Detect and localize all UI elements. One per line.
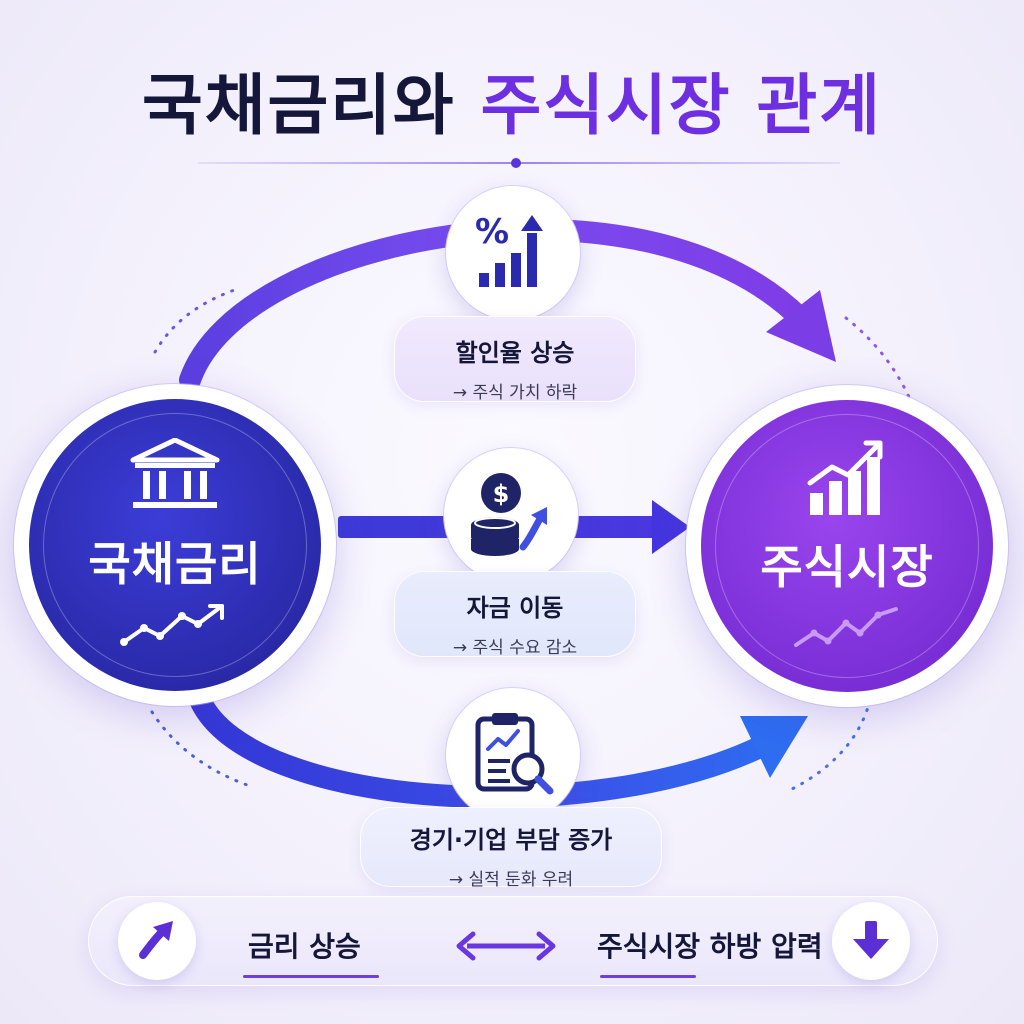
summary-down-badge (832, 902, 910, 980)
bond-rate-label: 국채금리 (88, 537, 262, 591)
summary-bar (88, 896, 938, 986)
stock-market-label: 주식시장 (760, 540, 934, 594)
trend-up-line-icon (792, 605, 902, 655)
title-part-2: 주식시장 관계 (480, 67, 882, 144)
dotted-arc-left-top (153, 286, 242, 354)
path-card-discount: 할인율 상승 → 주식 가치 하락 (394, 316, 636, 403)
path-effect: → 주식 수요 감소 (452, 638, 578, 658)
stock-market-node: 주식시장 (686, 385, 1008, 707)
discount-rate-badge: % (446, 186, 580, 320)
path-label: 경기·기업 부담 증가 (409, 826, 613, 854)
summary-left-underline (243, 975, 379, 978)
trend-up-line-icon (120, 602, 230, 652)
arrow-down-icon (851, 917, 891, 965)
svg-text:$: $ (493, 480, 510, 508)
bond-rate-node: 국채금리 (14, 384, 336, 706)
capital-flow-badge: $ (444, 448, 578, 582)
arrowhead-top (766, 290, 836, 362)
svg-text:%: % (475, 212, 509, 252)
bar-chart-up-icon (806, 437, 888, 521)
bank-icon (129, 437, 221, 518)
clipboard-magnifier-icon (470, 709, 556, 801)
path-effect: → 실적 둔화 우려 (448, 870, 574, 890)
summary-left-label: 금리 상승 (248, 930, 361, 963)
double-arrow-icon (453, 928, 559, 968)
summary-up-badge (118, 902, 196, 980)
path-card-capital: 자금 이동 → 주식 수요 감소 (394, 571, 636, 658)
business-burden-badge (446, 688, 580, 822)
page-title: 국채금리와 주식시장 관계 (0, 52, 1024, 148)
percent-bar-chart-icon: % (471, 209, 555, 297)
summary-right-underline (600, 975, 696, 978)
arrowhead-middle (652, 500, 690, 554)
arrow-up-icon (135, 917, 179, 965)
dollar-coins-icon: $ (467, 469, 555, 561)
path-effect: → 주식 가치 하락 (452, 383, 578, 403)
summary-right-label: 주식시장 하방 압력 (597, 930, 823, 963)
arrow-bottom (189, 689, 781, 809)
path-label: 할인율 상승 (455, 339, 575, 367)
dotted-arc-right-bottom (788, 698, 872, 792)
dotted-arc-left-bottom (150, 710, 252, 788)
path-card-burden: 경기·기업 부담 증가 → 실적 둔화 우려 (360, 807, 662, 890)
arrowhead-bottom (740, 716, 808, 778)
path-label: 자금 이동 (466, 594, 564, 622)
title-divider-dot (511, 158, 521, 168)
title-part-1: 국채금리와 (142, 67, 456, 144)
